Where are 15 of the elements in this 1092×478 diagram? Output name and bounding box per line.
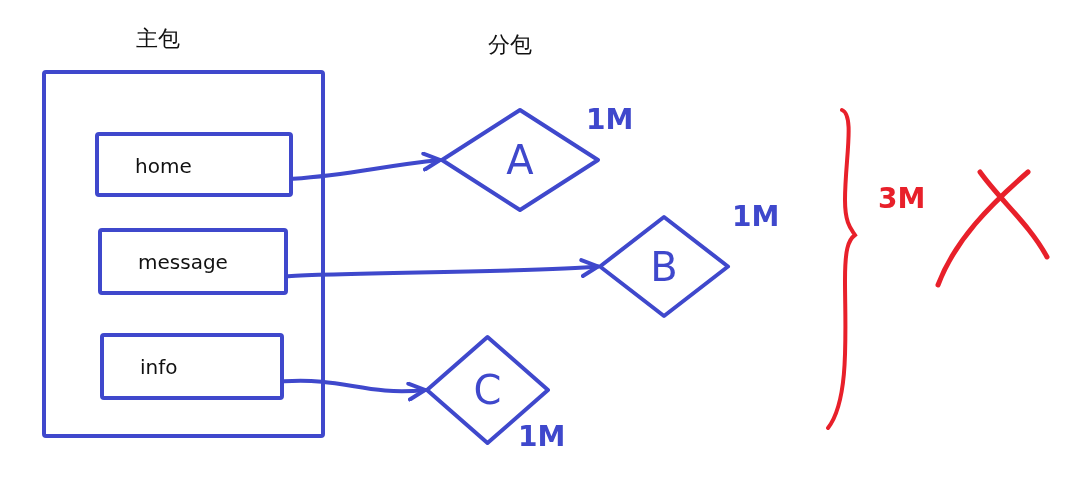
page-name: message [138, 250, 228, 274]
page-name: home [135, 154, 192, 178]
page-box [98, 228, 288, 295]
page-box [95, 132, 293, 197]
size-label: 3M [878, 182, 926, 215]
package-heading: 主包 [136, 25, 180, 53]
page-box [100, 333, 284, 400]
group-heading: 分包 [488, 31, 532, 59]
page-name: info [140, 355, 178, 379]
arrow [286, 257, 600, 279]
arrow [282, 378, 427, 402]
size-label: 1M [518, 420, 566, 453]
diamond-shape: B [598, 215, 730, 318]
arrow [291, 151, 442, 181]
size-label: 1M [732, 200, 780, 233]
